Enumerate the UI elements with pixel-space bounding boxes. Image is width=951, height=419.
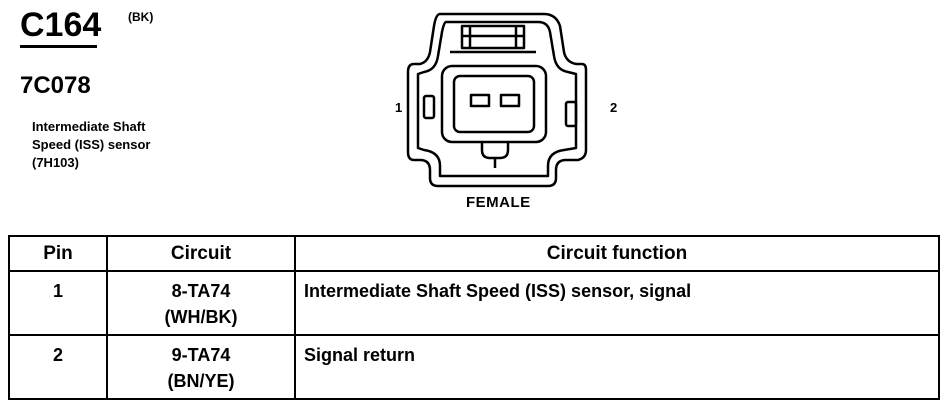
side-key-left xyxy=(422,94,436,120)
table-row: 1 8-TA74 (WH/BK) Intermediate Shaft Spee… xyxy=(8,270,940,336)
wire-color: (BN/YE) xyxy=(167,371,235,391)
header-pin: Pin xyxy=(8,235,108,272)
terminal-cavity-2 xyxy=(499,93,521,108)
circuit-number: 8-TA74 xyxy=(171,281,231,301)
socket-body xyxy=(440,64,548,144)
description-line: (7H103) xyxy=(32,155,79,170)
component-description: Intermediate Shaft Speed (ISS) sensor (7… xyxy=(32,118,232,172)
description-line: Intermediate Shaft xyxy=(32,119,146,134)
circuit-cell: 9-TA74 (BN/YE) xyxy=(106,334,296,400)
circuit-number: 9-TA74 xyxy=(171,345,231,365)
pin-table: Pin Circuit Circuit function 1 8-TA74 (W… xyxy=(8,235,940,400)
description-line: Speed (ISS) sensor xyxy=(32,137,151,152)
pin-label-2: 2 xyxy=(610,100,618,115)
header-circuit: Circuit xyxy=(106,235,296,272)
pin-cell: 2 xyxy=(8,334,108,400)
connector-face-diagram xyxy=(406,12,588,188)
circuit-function-cell: Signal return xyxy=(294,334,940,400)
wire-color: (WH/BK) xyxy=(164,307,238,327)
table-row: 2 9-TA74 (BN/YE) Signal return xyxy=(8,334,940,400)
header-circuit-function: Circuit function xyxy=(294,235,940,272)
connector-id: C164 xyxy=(20,6,102,48)
circuit-cell: 8-TA74 (WH/BK) xyxy=(106,270,296,336)
connector-color-code: (BK) xyxy=(128,10,154,24)
circuit-function-cell: Intermediate Shaft Speed (ISS) sensor, s… xyxy=(294,270,940,336)
terminal-cavity-1 xyxy=(469,93,491,108)
housing-outline xyxy=(406,12,588,188)
socket-inner xyxy=(452,74,536,134)
housing-inner-outline xyxy=(416,20,578,178)
side-key-right xyxy=(564,100,578,128)
pin-cell: 1 xyxy=(8,270,108,336)
gender-label: FEMALE xyxy=(466,194,531,211)
bottom-key xyxy=(480,142,510,160)
pin-label-1: 1 xyxy=(395,100,403,115)
part-number: 7C078 xyxy=(20,72,91,99)
table-header-row: Pin Circuit Circuit function xyxy=(8,235,940,272)
